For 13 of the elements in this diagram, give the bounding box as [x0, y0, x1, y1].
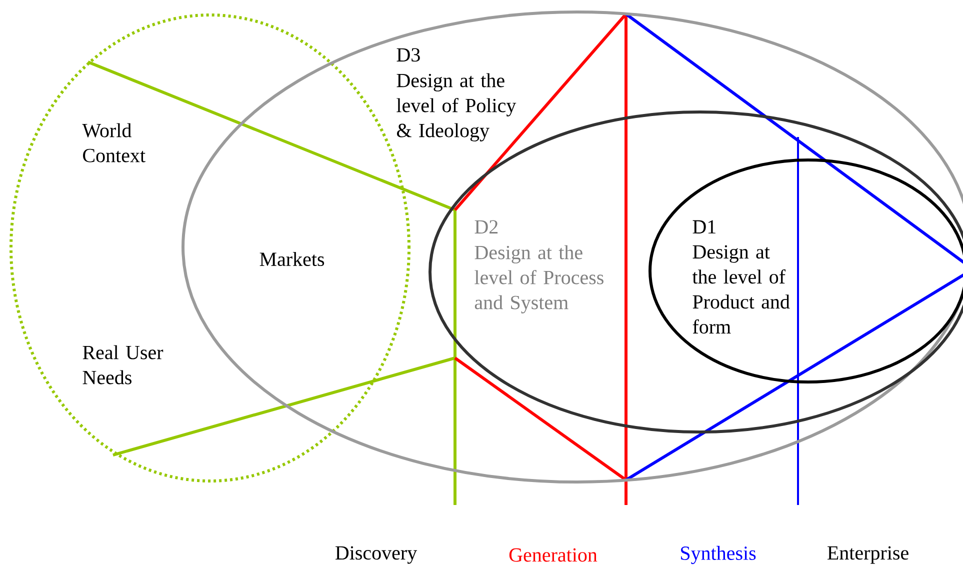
ellipse-label: Design at the level of Policy & Ideology	[396, 73, 516, 142]
ellipse-label: Design at the level of Process and System	[474, 245, 604, 314]
stage-label: Markets	[260, 252, 324, 266]
ellipse-label: Design at the level of Product and form	[692, 245, 790, 334]
stage-label: Generation	[509, 548, 598, 562]
ellipse-label: D1	[692, 220, 716, 234]
ellipse-label: D2	[474, 220, 498, 234]
stage-label: Discovery	[335, 546, 418, 564]
stage-label: Enterprise	[828, 546, 908, 564]
ellipse-label: Real User Needs	[82, 345, 164, 384]
ellipse-label: D3	[396, 48, 420, 62]
stage-label: Synthesis	[681, 546, 756, 564]
ellipse-label: World Context	[82, 123, 146, 162]
